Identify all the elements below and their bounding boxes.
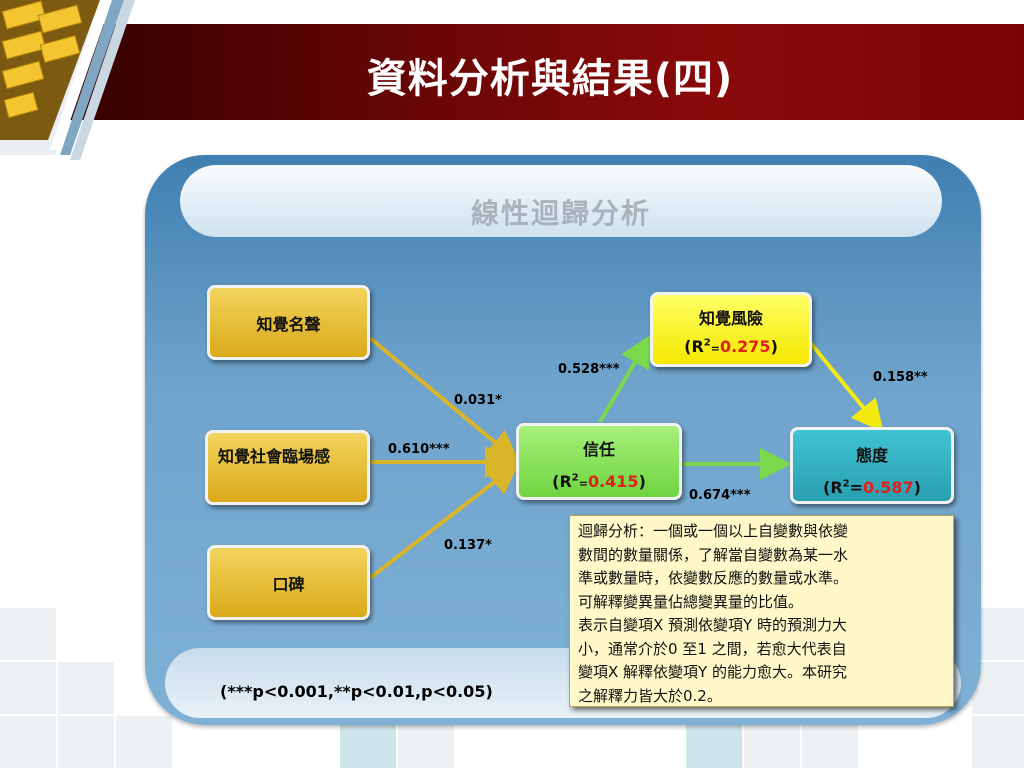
r2-prefix: (R — [552, 472, 572, 491]
r2-prefix: (R — [823, 478, 843, 497]
node-word-of-mouth: 口碑 — [207, 545, 370, 620]
description-line: 之解釋力皆大於0.2。 — [578, 686, 722, 705]
node-reputation-label: 知覺名聲 — [256, 314, 321, 334]
r2-prefix: (R — [684, 337, 704, 356]
r2-suffix: ) — [913, 478, 921, 497]
r2-suffix: ) — [770, 337, 778, 356]
coef-social-trust: 0.610*** — [388, 442, 450, 457]
coef-trust-attitude: 0.674*** — [689, 488, 751, 503]
r2-eq: = — [578, 477, 588, 490]
description-box: 迴歸分析：一個或一個以上自變數與依變 數間的數量關係，了解當自變數為某一水 準或… — [569, 515, 954, 707]
description-line: 數間的數量關係，了解當自變數為某一水 — [578, 545, 849, 564]
node-risk-label: 知覺風險 — [698, 309, 763, 328]
r2-sup: 2 — [703, 337, 711, 349]
subtitle-bar — [180, 165, 942, 237]
significance-note: (***p<0.001,**p<0.01,p<0.05) — [220, 682, 493, 701]
r2-value: 0.415 — [587, 472, 639, 491]
header-bar — [0, 24, 1024, 120]
description-line: 可解釋變異量佔總變異量的比值。 — [578, 592, 804, 611]
node-trust-r2: (R2=0.415) — [519, 472, 679, 491]
r2-value: 0.587 — [863, 478, 914, 497]
description-line: 準或數量時，依變數反應的數量或水準。 — [578, 569, 849, 587]
node-risk: 知覺風險 (R2=0.275) — [650, 292, 812, 367]
node-attitude: 態度 (R2=0.587) — [790, 427, 954, 504]
node-trust-label: 信任 — [582, 440, 615, 459]
r2-sup: 2 — [571, 472, 579, 484]
r2-sup: 2 — [842, 478, 850, 490]
coef-reputation-trust: 0.031* — [454, 393, 502, 408]
node-social-presence-label: 知覺社會臨場感 — [218, 447, 331, 466]
description-line: 小，通常介於0 至1 之間，若愈大代表自 — [578, 639, 847, 658]
description-line: 表示自變項X 預測依變項Y 時的預測力大 — [578, 616, 847, 634]
node-reputation: 知覺名聲 — [207, 285, 370, 360]
r2-suffix: ) — [638, 472, 646, 491]
node-social-presence: 知覺社會臨場感 — [205, 430, 370, 505]
node-attitude-r2: (R2=0.587) — [793, 478, 951, 497]
description-line: 迴歸分析：一個或一個以上自變數與依變 — [578, 522, 849, 540]
coef-wom-trust: 0.137* — [444, 538, 492, 553]
coef-risk-attitude: 0.158** — [873, 370, 928, 385]
r2-eq: = — [710, 342, 720, 355]
subtitle: 線性迴歸分析 — [470, 197, 651, 230]
r2-value: 0.275 — [719, 337, 771, 356]
coef-trust-risk: 0.528*** — [558, 362, 620, 377]
r2-eq: = — [849, 478, 864, 497]
page-title: 資料分析與結果(四) — [366, 56, 734, 102]
node-word-of-mouth-label: 口碑 — [272, 574, 305, 594]
node-risk-r2: (R2=0.275) — [653, 337, 809, 356]
description-line: 變項X 解釋依變項Y 的能力愈大。本研究 — [578, 663, 847, 681]
node-attitude-label: 態度 — [855, 446, 888, 465]
node-trust: 信任 (R2=0.415) — [516, 423, 682, 500]
gold-bars-logo — [0, 0, 135, 160]
